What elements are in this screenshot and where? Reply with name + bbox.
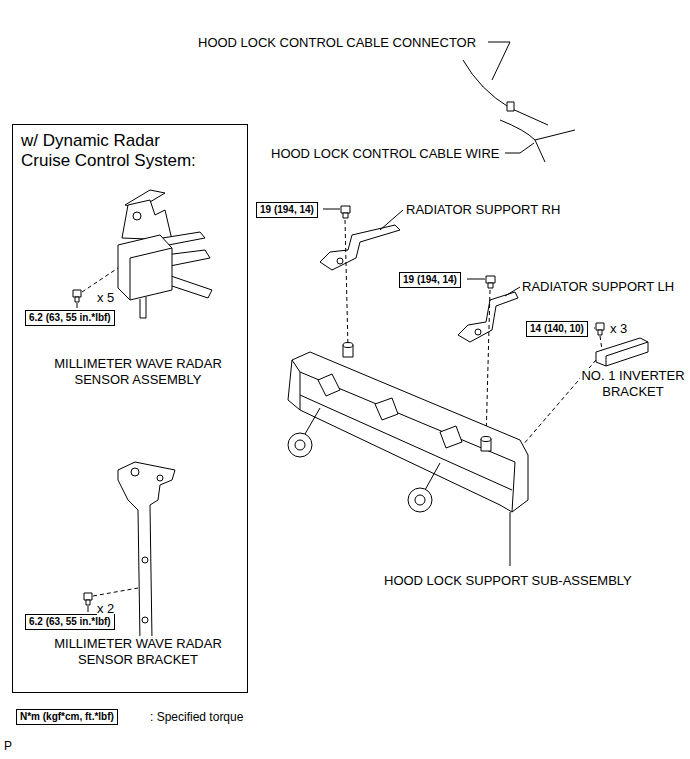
part-name: NO. 1 INVERTER BRACKET [580,368,686,400]
hood-lock-support [425,463,440,490]
radar-sensor-assembly [75,297,79,302]
radiator-support-rh [320,206,403,348]
hood-lock-support [481,437,491,442]
hood-lock-support [300,372,515,462]
radiator-support-rh [341,206,350,213]
radiator-support-lh [486,290,490,441]
radar-sensor-bracket [84,462,175,642]
radiator-support-lh [467,279,485,280]
part-name: RADIATOR SUPPORT RH [406,202,560,218]
radiator-support-rh [343,213,348,218]
radar-sensor-bracket [157,475,163,481]
part-name: HOOD LOCK CONTROL CABLE CONNECTOR [198,35,476,51]
torque-box: 14 (140, 10) [526,321,588,337]
figure-code: P [4,738,12,754]
inverter-bracket [600,336,602,350]
inverter-bracket [606,342,648,366]
hood-lock-cable [463,42,575,162]
radiator-support-rh [345,220,348,348]
torque-value: N*m (kgf*cm, ft.*lbf) [20,711,114,723]
torque-box: 19 (194, 14) [399,272,461,288]
hood-lock-support [292,360,300,410]
radar-sensor-bracket [93,588,138,596]
torque-value: 6.2 (63, 55 in.*lbf) [29,312,111,324]
radiator-support-lh [458,276,520,441]
torque-unit-box: N*m (kgf*cm, ft.*lbf) [16,709,118,725]
hood-lock-support [295,440,305,450]
hood-lock-support [288,343,528,567]
radar-sensor-assembly [82,268,118,292]
torque-box: 6.2 (63, 55 in.*lbf) [25,310,115,326]
legend-text: : Specified torque [150,709,243,725]
radiator-support-rh [337,258,343,264]
part-name: MILLIMETER WAVE RADAR SENSOR ASSEMBLY [50,356,226,388]
radiator-support-lh [505,287,520,296]
hood-lock-cable [535,130,575,140]
part-name: HOOD LOCK CONTROL CABLE WIRE [271,146,500,162]
inverter-bracket [596,323,604,330]
hood-lock-cable [488,42,510,80]
inverter-bracket [598,330,602,335]
hood-lock-cable [507,102,514,111]
hood-lock-support [288,352,528,512]
torque-value: 19 (194, 14) [260,204,314,216]
torque-box: 19 (194, 14) [256,202,318,218]
radiator-support-rh [380,210,403,230]
option-panel: w/ Dynamic Radar Cruise Control System: 6… [12,124,248,693]
hood-lock-support [300,395,512,490]
radar-sensor-assembly [122,200,172,240]
radar-sensor-bracket [142,617,148,623]
radar-sensor-assembly [130,248,172,300]
radiator-support-lh [486,276,495,283]
part-name: HOOD LOCK SUPPORT SUB-ASSEMBLY [384,573,632,589]
panel-heading: w/ Dynamic Radar Cruise Control System: [21,131,205,171]
radar-sensor-bracket [86,600,90,605]
inverter-bracket [594,328,595,329]
hood-lock-support [305,408,320,434]
hood-lock-cable [500,120,545,162]
part-name: MILLIMETER WAVE RADAR SENSOR BRACKET [50,636,226,668]
radiator-support-rh [323,209,340,210]
torque-value: 19 (194, 14) [403,274,457,286]
radiator-support-lh [475,329,481,335]
hood-lock-support [440,426,462,448]
hood-lock-support [510,512,511,566]
radar-sensor-assembly [140,297,146,318]
hood-lock-support [512,462,515,512]
hood-lock-support [288,433,312,457]
radar-sensor-assembly [133,212,141,220]
radar-sensor-assembly [73,190,212,318]
quantity: x 2 [97,601,114,617]
inverter-bracket [596,338,648,366]
hood-lock-cable [505,143,534,153]
radar-sensor-bracket [118,462,175,642]
radiator-support-lh [488,283,493,288]
radar-sensor-assembly [77,303,78,308]
radar-sensor-assembly [73,290,81,297]
torque-value: 6.2 (63, 55 in.*lbf) [29,616,111,628]
radiator-support-lh [458,292,518,342]
radiator-support-rh [320,225,400,270]
quantity: x 3 [610,321,627,337]
hood-lock-cable [463,60,548,125]
radar-sensor-assembly [118,235,172,300]
hood-lock-support [408,488,432,512]
torque-value: 14 (140, 10) [530,323,584,335]
radar-sensor-bracket [88,606,89,612]
hood-lock-support [375,398,398,420]
part-name: RADIATOR SUPPORT LH [522,279,674,295]
radar-sensor-bracket [142,557,148,563]
hood-lock-support [318,374,340,396]
radar-sensor-bracket [131,468,139,476]
radar-sensor-bracket [84,593,92,600]
hood-lock-support [343,343,353,348]
quantity: x 5 [97,290,114,306]
hood-lock-support [415,495,425,505]
radar-sensor-assembly [166,275,212,298]
